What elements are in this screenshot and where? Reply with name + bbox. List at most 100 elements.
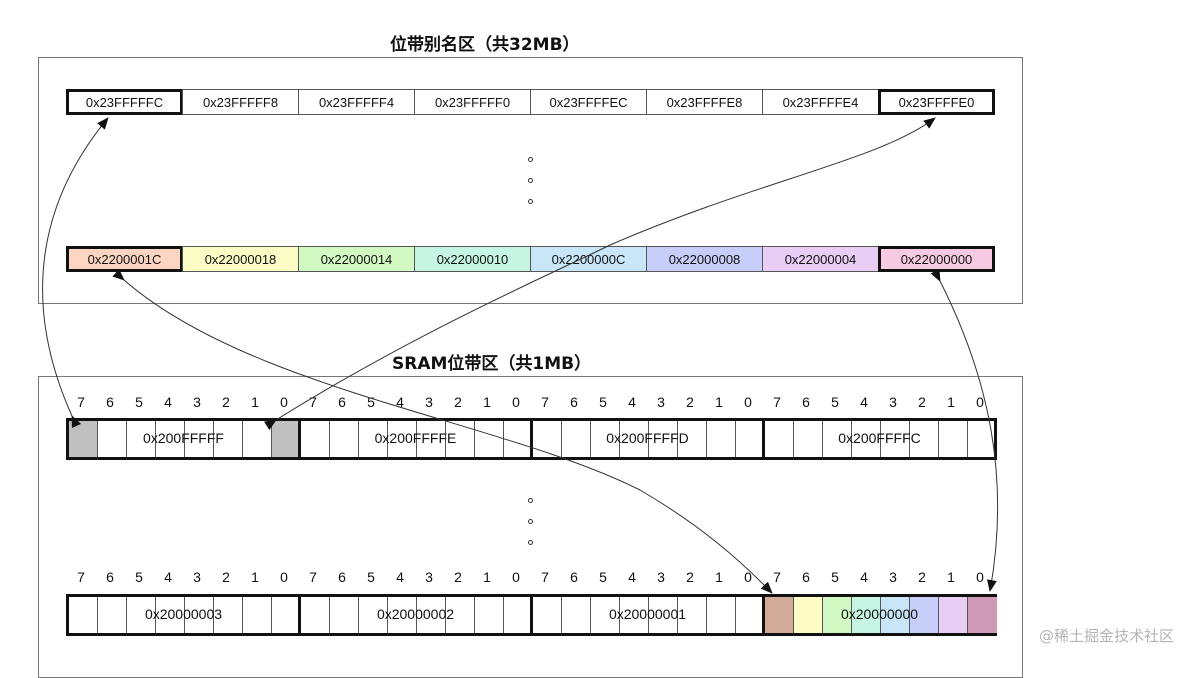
sram-top-bit-label: 2 xyxy=(686,394,694,410)
sram-top-bit-label: 5 xyxy=(831,394,839,410)
sram-top-bit-label: 4 xyxy=(860,394,868,410)
alias-dot-0 xyxy=(528,157,533,162)
sram-bottom-bit-cell xyxy=(736,597,765,633)
sram-bottom-bit-label: 5 xyxy=(599,569,607,585)
sram-region-title: SRAM位带区（共1MB） xyxy=(392,354,592,374)
sram-bottom-bit-label: 5 xyxy=(367,569,375,585)
watermark: @稀土掘金技术社区 xyxy=(1038,627,1174,645)
sram-top-bit-label: 6 xyxy=(802,394,810,410)
sram-top-bit-label: 6 xyxy=(570,394,578,410)
sram-bottom-bit-label: 7 xyxy=(309,569,317,585)
sram-bottom-bit-label: 5 xyxy=(831,569,839,585)
sram-bottom-bit-cell xyxy=(823,597,852,633)
sram-dot-2 xyxy=(528,540,533,545)
sram-bottom-bit-cell xyxy=(533,597,562,633)
sram-bottom-bit-cell xyxy=(939,597,968,633)
sram-top-bit-cell xyxy=(533,421,562,457)
sram-top-bit-cell xyxy=(939,421,968,457)
sram-bottom-bit-label: 4 xyxy=(396,569,404,585)
alias-cell-0x23ffffe4: 0x23FFFFE4 xyxy=(762,89,879,115)
sram-bottom-bit-cell xyxy=(185,597,214,633)
sram-bottom-byte-0x20000002: 0x20000002 xyxy=(298,594,533,636)
sram-bottom-bit-cell xyxy=(243,597,272,633)
sram-top-bit-label: 7 xyxy=(77,394,85,410)
sram-bottom-bit-cell xyxy=(417,597,446,633)
sram-top-bit-cell xyxy=(881,421,910,457)
sram-top-bit-cell xyxy=(388,421,417,457)
sram-top-bit-label: 3 xyxy=(425,394,433,410)
sram-top-bit-cell xyxy=(214,421,243,457)
sram-top-bit-label: 3 xyxy=(889,394,897,410)
sram-bottom-byte-0x20000003: 0x20000003 xyxy=(66,594,301,636)
sram-top-bit-label: 5 xyxy=(135,394,143,410)
sram-top-bit-cell xyxy=(736,421,765,457)
sram-top-bit-cell xyxy=(98,421,127,457)
alias-cell-0x2200000c: 0x2200000C xyxy=(530,246,647,272)
alias-cell-0x23fffffc: 0x23FFFFFC xyxy=(66,89,183,115)
sram-top-byte-0x200ffffe: 0x200FFFFE xyxy=(298,418,533,460)
sram-top-bit-label: 6 xyxy=(338,394,346,410)
sram-top-bit-cell xyxy=(852,421,881,457)
alias-cell-0x22000000: 0x22000000 xyxy=(878,246,995,272)
sram-bottom-bit-cell xyxy=(214,597,243,633)
sram-top-bit-label: 2 xyxy=(222,394,230,410)
sram-dot-0 xyxy=(528,498,533,503)
sram-top-bit-cell xyxy=(765,421,794,457)
sram-top-bit-cell xyxy=(504,421,533,457)
sram-bottom-bit-label: 3 xyxy=(657,569,665,585)
sram-bottom-bit-label: 7 xyxy=(77,569,85,585)
sram-top-bit-cell xyxy=(243,421,272,457)
alias-region-title: 位带别名区（共32MB） xyxy=(390,35,580,55)
sram-bottom-bit-label: 6 xyxy=(570,569,578,585)
sram-top-bit-cell xyxy=(446,421,475,457)
sram-top-bit-cell xyxy=(910,421,939,457)
sram-bottom-byte-0x20000001: 0x20000001 xyxy=(530,594,765,636)
sram-bottom-bit-label: 0 xyxy=(280,569,288,585)
sram-top-bit-cell xyxy=(649,421,678,457)
alias-cell-0x23fffff8: 0x23FFFFF8 xyxy=(182,89,299,115)
alias-cell-0x22000004: 0x22000004 xyxy=(762,246,879,272)
sram-bottom-bit-cell xyxy=(794,597,823,633)
alias-cell-0x22000018: 0x22000018 xyxy=(182,246,299,272)
sram-top-bit-label: 3 xyxy=(657,394,665,410)
sram-bottom-bit-label: 4 xyxy=(164,569,172,585)
sram-top-bit-label: 0 xyxy=(512,394,520,410)
sram-top-bit-cell xyxy=(272,421,301,457)
alias-cell-0x23ffffec: 0x23FFFFEC xyxy=(530,89,647,115)
sram-top-bit-cell xyxy=(475,421,504,457)
sram-bottom-bit-label: 3 xyxy=(425,569,433,585)
sram-top-bit-cell xyxy=(678,421,707,457)
sram-top-bit-cell xyxy=(591,421,620,457)
sram-dot-1 xyxy=(528,519,533,524)
sram-bottom-bit-label: 4 xyxy=(628,569,636,585)
sram-top-bit-label: 1 xyxy=(483,394,491,410)
sram-bottom-bit-cell xyxy=(330,597,359,633)
sram-top-bit-cell xyxy=(127,421,156,457)
sram-top-bit-label: 3 xyxy=(193,394,201,410)
sram-bottom-bit-cell xyxy=(359,597,388,633)
sram-bottom-bit-cell xyxy=(678,597,707,633)
sram-bottom-bit-label: 7 xyxy=(773,569,781,585)
sram-top-bit-label: 4 xyxy=(396,394,404,410)
sram-bottom-bit-label: 2 xyxy=(686,569,694,585)
sram-top-bit-cell xyxy=(69,421,98,457)
sram-bottom-bit-label: 6 xyxy=(802,569,810,585)
sram-bottom-byte-0x20000000: 0x20000000 xyxy=(762,594,997,636)
sram-top-bit-label: 4 xyxy=(164,394,172,410)
sram-bottom-bit-label: 1 xyxy=(947,569,955,585)
sram-top-bit-label: 7 xyxy=(541,394,549,410)
sram-bottom-bit-label: 5 xyxy=(135,569,143,585)
sram-bottom-bit-label: 2 xyxy=(222,569,230,585)
sram-bottom-bit-label: 2 xyxy=(918,569,926,585)
sram-top-bit-label: 2 xyxy=(454,394,462,410)
sram-top-byte-0x200fffff: 0x200FFFFF xyxy=(66,418,301,460)
alias-cell-0x2200001c: 0x2200001C xyxy=(66,246,183,272)
sram-top-byte-0x200ffffd: 0x200FFFFD xyxy=(530,418,765,460)
alias-cell-0x23fffff4: 0x23FFFFF4 xyxy=(298,89,415,115)
sram-bottom-bit-cell xyxy=(504,597,533,633)
alias-cell-0x22000010: 0x22000010 xyxy=(414,246,531,272)
alias-dot-2 xyxy=(528,199,533,204)
sram-bottom-bit-cell xyxy=(446,597,475,633)
sram-bottom-bit-cell xyxy=(591,597,620,633)
sram-bottom-bit-label: 1 xyxy=(715,569,723,585)
